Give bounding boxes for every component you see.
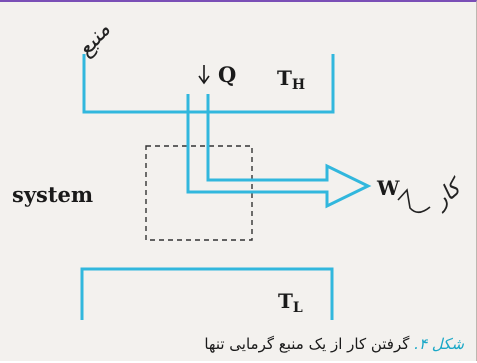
figure-number: شکل ۴. [414, 335, 464, 353]
cold-reservoir-shape [80, 267, 334, 320]
down-arrow-icon [198, 65, 210, 85]
caption-text: گرفتن کار از یک منبع گرمایی تنها [204, 335, 415, 353]
handwritten-work-stroke [397, 188, 431, 214]
cold-reservoir-label: TL [278, 289, 303, 316]
system-label: system [12, 182, 93, 207]
hot-reservoir-label: TH [277, 66, 305, 93]
handwritten-source-note: منبع [72, 17, 115, 61]
heat-label: Q [218, 62, 236, 87]
work-arrow-shape [186, 94, 372, 209]
handwritten-work-note: کار [426, 173, 469, 215]
work-label: W [376, 176, 400, 200]
figure-caption: شکل ۴. گرفتن کار از یک منبع گرمایی تنها [204, 335, 464, 353]
